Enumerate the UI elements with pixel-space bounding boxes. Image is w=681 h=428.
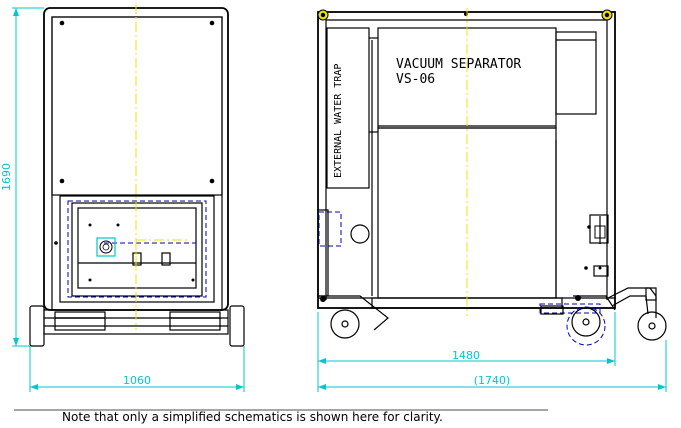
front-filter bbox=[96, 237, 116, 257]
height-dimension: 1690 bbox=[0, 7, 44, 347]
clarity-note: Note that only a simplified schematics i… bbox=[62, 410, 443, 424]
front-valve-left bbox=[132, 252, 142, 266]
side-length-dimension-label: 1480 bbox=[452, 349, 480, 362]
external-water-trap bbox=[326, 27, 370, 189]
front-upper-panel bbox=[51, 16, 223, 196]
side-right-fitting bbox=[593, 265, 609, 277]
side-length-dimension: 1480 bbox=[317, 312, 616, 392]
front-view bbox=[29, 4, 245, 347]
front-hidden-outline bbox=[67, 200, 207, 298]
front-access-frame bbox=[71, 202, 203, 297]
vacuum-separator-model: VS-06 bbox=[396, 72, 435, 87]
front-width-dimension-label: 1060 bbox=[123, 374, 151, 387]
side-handle bbox=[607, 287, 667, 341]
front-bolts bbox=[54, 20, 215, 282]
front-foot-left bbox=[54, 317, 106, 331]
side-valve bbox=[350, 224, 370, 244]
side-hidden-bracket bbox=[318, 211, 342, 247]
side-wheel-front bbox=[566, 295, 616, 346]
side-corner-bolts bbox=[317, 9, 613, 21]
motor-block bbox=[555, 31, 597, 115]
vacuum-separator-title: VACUUM SEPARATOR bbox=[396, 57, 521, 72]
front-wheel-right bbox=[229, 305, 245, 347]
front-lower-panel bbox=[59, 195, 215, 303]
side-wheel-rear bbox=[318, 295, 389, 339]
front-valve-right bbox=[161, 252, 171, 266]
water-trap-label: EXTERNAL WATER TRAP bbox=[333, 64, 344, 178]
front-foot-right bbox=[169, 317, 221, 331]
side-view: EXTERNAL WATER TRAP VACUUM SEPARATOR VS-… bbox=[317, 8, 667, 346]
front-access-inner bbox=[77, 207, 197, 289]
front-wheel-left bbox=[29, 305, 45, 347]
side-total-length-dimension-label: (1740) bbox=[474, 374, 511, 387]
height-dimension-label: 1690 bbox=[0, 163, 13, 191]
side-right-bracket bbox=[589, 214, 609, 244]
side-total-length-dimension: (1740) bbox=[318, 340, 667, 392]
front-width-dimension: 1060 bbox=[29, 346, 245, 392]
